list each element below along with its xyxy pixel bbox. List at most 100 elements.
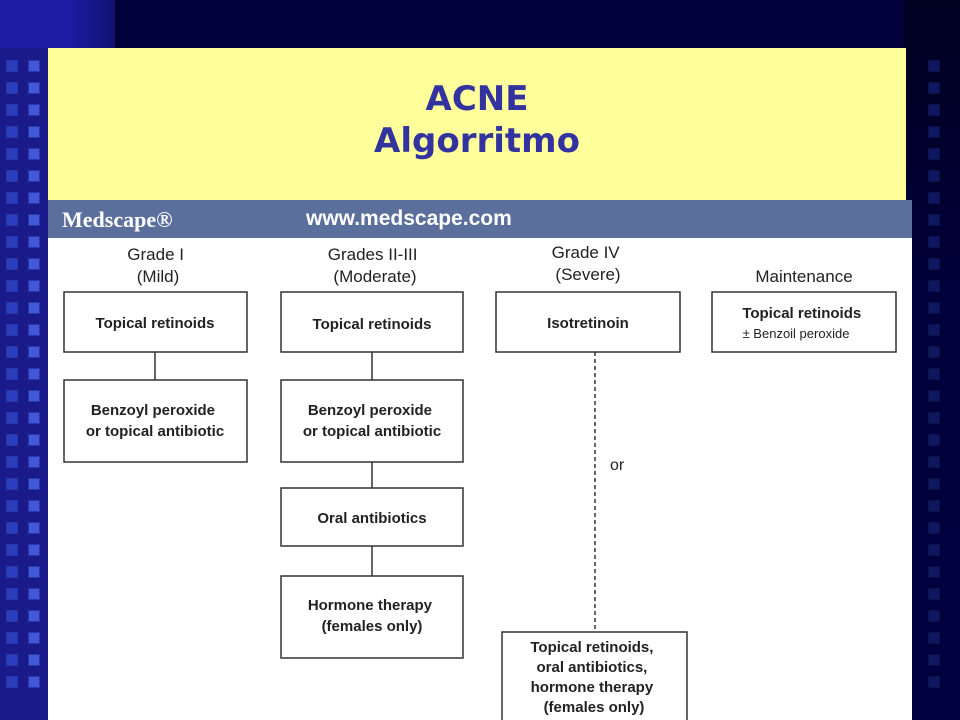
decorative-tile xyxy=(6,412,18,424)
decorative-tile xyxy=(6,60,18,72)
right-decorative-strip xyxy=(904,0,960,720)
heading-grade23: Grades II-III (Moderate) xyxy=(328,245,422,286)
heading-maintenance: Maintenance xyxy=(755,267,852,286)
decorative-tile xyxy=(28,214,40,226)
decorative-tile xyxy=(6,148,18,160)
svg-text:Topical retinoids: Topical retinoids xyxy=(96,315,215,332)
decorative-tile xyxy=(28,236,40,248)
decorative-tile xyxy=(6,192,18,204)
tile-column-left xyxy=(6,60,20,698)
decorative-tile xyxy=(928,434,940,446)
decorative-tile xyxy=(928,346,940,358)
decorative-tile xyxy=(6,566,18,578)
tile-column-far-right xyxy=(928,60,942,698)
svg-text:Benzoyl peroxide or to: Benzoyl peroxide or topical antibiotic xyxy=(303,402,441,440)
decorative-tile xyxy=(28,368,40,380)
decorative-tile xyxy=(28,566,40,578)
decorative-tile xyxy=(928,82,940,94)
decorative-tile xyxy=(928,258,940,270)
slide-subtitle: Algorritmo xyxy=(374,121,580,161)
heading-grade1: Grade I (Mild) xyxy=(127,245,188,286)
flowchart-svg: Grade I (Mild) Grades II-III (Moderate) … xyxy=(63,243,897,720)
decorative-tile xyxy=(28,346,40,358)
decorative-tile xyxy=(928,390,940,402)
decorative-tile xyxy=(928,60,940,72)
decorative-tile xyxy=(6,346,18,358)
decorative-tile xyxy=(928,170,940,182)
decorative-tile xyxy=(6,478,18,490)
decorative-tile xyxy=(6,610,18,622)
svg-text:Topical retinoids: Topical retinoids xyxy=(313,316,432,333)
box-grade23-oral-antibiotics: Oral antibiotics xyxy=(280,487,464,547)
box-grade23-topical-retinoids: Topical retinoids xyxy=(280,291,464,353)
decorative-tile xyxy=(928,126,940,138)
svg-text:Isotretinoin: Isotretinoin xyxy=(547,315,629,332)
decorative-tile xyxy=(28,522,40,534)
decorative-tile xyxy=(6,500,18,512)
decorative-tile xyxy=(928,280,940,292)
box-grade23-hormone-therapy: Hormone therapy (females only) xyxy=(280,575,464,659)
decorative-tile xyxy=(28,82,40,94)
decorative-tile xyxy=(28,170,40,182)
decorative-tile xyxy=(6,170,18,182)
heading-grade4: Grade IV (Severe) xyxy=(552,243,625,284)
decorative-tile xyxy=(928,368,940,380)
decorative-tile xyxy=(6,632,18,644)
slide-title: ACNE xyxy=(425,79,529,119)
decorative-tile xyxy=(6,588,18,600)
decorative-tile xyxy=(28,632,40,644)
decorative-tile xyxy=(928,566,940,578)
decorative-tile xyxy=(6,258,18,270)
decorative-tile xyxy=(6,236,18,248)
decorative-tile xyxy=(928,500,940,512)
decorative-tile xyxy=(28,104,40,116)
decorative-tile xyxy=(6,82,18,94)
decorative-tile xyxy=(928,412,940,424)
decorative-tile xyxy=(928,214,940,226)
decorative-tile xyxy=(28,280,40,292)
svg-text:Hormone therapy (femal: Hormone therapy (females only) xyxy=(308,597,436,635)
title-panel: ACNE Algorritmo xyxy=(48,48,906,200)
decorative-tile xyxy=(6,676,18,688)
decorative-tile xyxy=(6,456,18,468)
svg-text:Oral antibiotics: Oral antibiotics xyxy=(317,510,426,527)
decorative-tile xyxy=(28,148,40,160)
decorative-tile xyxy=(6,324,18,336)
decorative-tile xyxy=(28,192,40,204)
decorative-tile xyxy=(6,434,18,446)
left-decorative-strip xyxy=(0,0,48,720)
decorative-tile xyxy=(6,214,18,226)
top-left-accent xyxy=(0,0,115,48)
box-grade1-benzoyl-peroxide: Benzoyl peroxide or topical antibiotic xyxy=(63,379,248,463)
box-maintenance: Topical retinoids ± Benzoil peroxide xyxy=(711,291,897,353)
decorative-tile xyxy=(28,60,40,72)
decorative-tile xyxy=(6,280,18,292)
decorative-tile xyxy=(928,302,940,314)
decorative-tile xyxy=(928,632,940,644)
decorative-tile xyxy=(28,434,40,446)
decorative-tile xyxy=(928,148,940,160)
decorative-tile xyxy=(28,676,40,688)
decorative-tile xyxy=(28,456,40,468)
decorative-tile xyxy=(28,610,40,622)
decorative-tile xyxy=(28,478,40,490)
decorative-tile xyxy=(6,544,18,556)
decorative-tile xyxy=(28,390,40,402)
svg-text:Benzoyl peroxide or to: Benzoyl peroxide or topical antibiotic xyxy=(86,402,224,440)
decorative-tile xyxy=(28,412,40,424)
decorative-tile xyxy=(928,588,940,600)
decorative-tile xyxy=(928,104,940,116)
tile-column-right xyxy=(28,60,42,698)
decorative-tile xyxy=(28,324,40,336)
box-grade4-alternative: Topical retinoids, oral antibiotics, hor… xyxy=(501,631,688,720)
decorative-tile xyxy=(28,302,40,314)
connector-or-label: or xyxy=(610,457,625,474)
decorative-tile xyxy=(28,258,40,270)
svg-text:Topical retinoids, ora: Topical retinoids, oral antibiotics, hor… xyxy=(530,639,657,716)
decorative-tile xyxy=(28,544,40,556)
decorative-tile xyxy=(928,192,940,204)
svg-text:Topical retinoids ± Be: Topical retinoids ± Benzoil peroxide xyxy=(742,305,865,341)
decorative-tile xyxy=(28,654,40,666)
decorative-tile xyxy=(28,500,40,512)
decorative-tile xyxy=(928,522,940,534)
